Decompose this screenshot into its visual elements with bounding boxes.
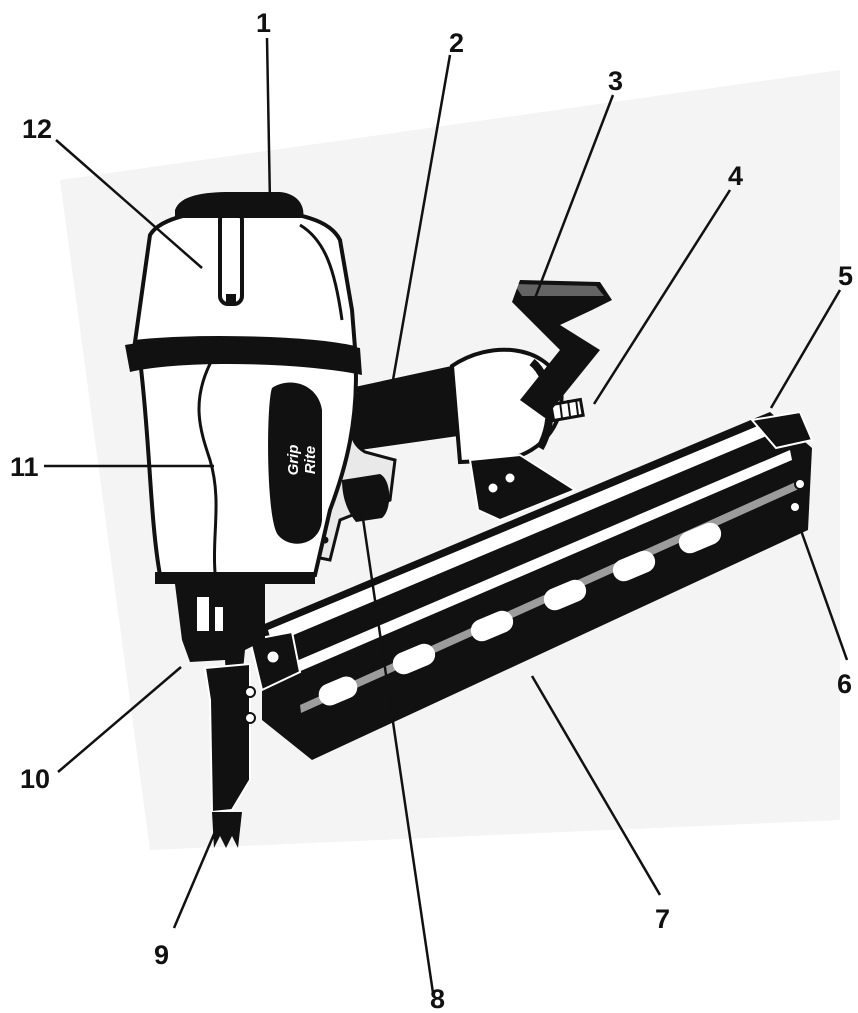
top-cap-ridge xyxy=(299,223,344,321)
body-housing xyxy=(137,347,358,577)
rear-bracket xyxy=(468,453,578,522)
end-screw xyxy=(789,501,801,513)
top-cap-slot xyxy=(218,210,244,306)
callout-1: 1 xyxy=(256,8,271,38)
bracket-screw xyxy=(264,648,282,666)
leader-line-7 xyxy=(530,675,662,896)
callout-numbers: 1 2 3 4 5 6 7 8 9 10 11 12 xyxy=(10,8,853,1013)
magazine-top-rail xyxy=(268,420,776,644)
bracket-screw xyxy=(485,480,501,496)
leader-line-6 xyxy=(796,521,849,661)
leader-line-12 xyxy=(55,139,203,269)
main-body: Grip Rite xyxy=(125,192,362,584)
bracket-screw xyxy=(502,470,518,486)
brand-logo-text-line-2: Rite xyxy=(302,446,319,474)
air-fitting-ridge xyxy=(575,398,579,416)
depth-adjust-detail xyxy=(195,595,211,633)
magazine-slot xyxy=(678,522,722,554)
rafter-hook xyxy=(512,280,612,418)
leader-line-3 xyxy=(530,94,615,307)
callout-8: 8 xyxy=(430,984,445,1013)
top-cap xyxy=(132,207,358,351)
brand-logo-text-line-1: Grip xyxy=(285,445,302,476)
leader-line-2 xyxy=(391,54,452,381)
magazine-slot xyxy=(612,550,656,582)
handle-assembly xyxy=(345,280,612,522)
nose-assembly xyxy=(175,584,265,848)
end-screw xyxy=(794,478,806,490)
magazine-slot xyxy=(318,676,358,706)
magazine-slot xyxy=(392,643,436,675)
callout-9: 9 xyxy=(154,940,169,970)
magazine-slot xyxy=(470,610,514,642)
leader-line-8 xyxy=(360,511,435,994)
callout-12: 12 xyxy=(22,114,52,144)
body-bottom-plate xyxy=(155,572,315,584)
magazine-mid-rail xyxy=(280,450,792,679)
magazine-end-cap xyxy=(750,410,814,450)
leader-line-5 xyxy=(769,289,842,409)
callout-6: 6 xyxy=(837,669,852,699)
air-fitting-body xyxy=(549,397,585,423)
callout-10: 10 xyxy=(20,764,50,794)
air-fitting xyxy=(549,397,585,423)
magazine xyxy=(248,410,814,760)
callout-4: 4 xyxy=(728,161,743,191)
callout-11: 11 xyxy=(10,452,39,482)
depth-adjust-detail xyxy=(213,605,225,633)
cap-band xyxy=(125,337,362,375)
leader-lines xyxy=(44,37,849,994)
body-contour-line xyxy=(197,357,218,573)
callout-3: 3 xyxy=(608,66,623,96)
magazine-slot xyxy=(543,579,587,611)
brand-badge xyxy=(268,382,322,544)
top-cap-slot-plug xyxy=(226,294,236,302)
leader-line-9 xyxy=(172,812,225,929)
safety-element xyxy=(203,662,251,814)
callout-2: 2 xyxy=(449,28,464,58)
leader-line-10 xyxy=(57,666,182,773)
leader-line-4 xyxy=(592,189,732,405)
exhaust-deflector xyxy=(175,192,304,218)
trigger xyxy=(342,474,390,522)
nose-screw xyxy=(244,686,256,698)
air-fitting-ridge xyxy=(567,399,571,417)
leader-line-1 xyxy=(265,37,272,204)
callout-7: 7 xyxy=(655,904,670,934)
nose-screw xyxy=(244,712,256,724)
magazine-slots xyxy=(318,522,722,706)
air-fitting-ridge xyxy=(559,401,563,419)
callout-5: 5 xyxy=(838,261,853,291)
